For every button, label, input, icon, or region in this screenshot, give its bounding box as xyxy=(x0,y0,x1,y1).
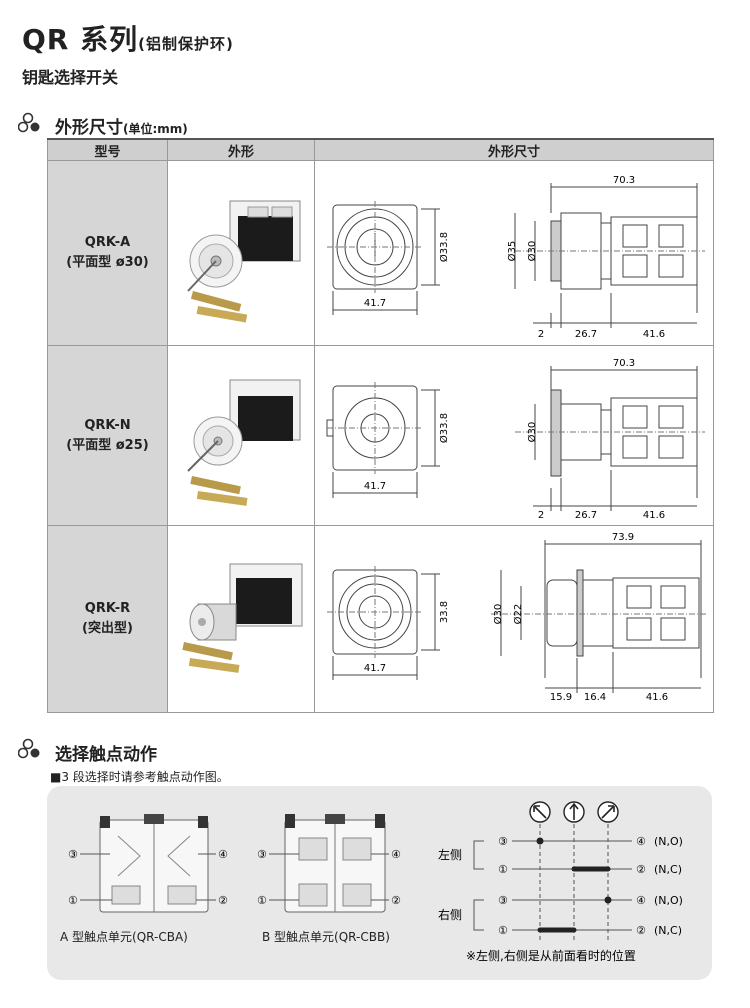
dimensions-table: 型号 外形 外形尺寸 QRK-A (平面型 ø30) xyxy=(47,138,714,713)
front-diameter-label: Ø33.8 xyxy=(438,232,450,262)
dimension-drawing-cell: Ø33.8 41.7 70.3 Ø30 2 xyxy=(314,345,714,526)
svg-text:③: ③ xyxy=(68,848,78,861)
page-subtitle: 钥匙选择开关 xyxy=(22,68,119,87)
contact-note: ■3 段选择时请参考触点动作图。 xyxy=(50,770,229,784)
page-title-main: QR 系列 xyxy=(22,23,139,56)
front-diameter-label: Ø33.8 xyxy=(438,413,450,443)
svg-text:(N,O): (N,O) xyxy=(654,894,683,907)
svg-text:①: ① xyxy=(498,863,508,876)
position-right-arrow-icon xyxy=(597,801,619,823)
side-d1-label: Ø35 xyxy=(506,241,518,262)
column-header-model: 型号 xyxy=(47,138,168,161)
switch-photo-illustration xyxy=(187,200,301,323)
dimension-drawing-cell: Ø33.8 41.7 70.3 Ø35 Ø30 xyxy=(314,160,714,346)
svg-text:①: ① xyxy=(257,894,267,907)
page-title-suffix: (铝制保护环) xyxy=(138,35,234,53)
caption-unit-b: B 型触点单元(QR-CBB) xyxy=(262,930,390,944)
section-bullet-icon xyxy=(18,112,40,133)
side-overall-label: 73.9 xyxy=(612,532,634,543)
table-row: QRK-N (平面型 ø25) xyxy=(47,345,714,526)
product-photo xyxy=(167,345,315,526)
table-row: QRK-R (突出型) xyxy=(47,525,714,713)
side-overall-label: 70.3 xyxy=(613,358,635,369)
svg-text:(N,C): (N,C) xyxy=(654,863,682,876)
side-seg1-label: 15.9 xyxy=(550,692,572,703)
svg-text:③: ③ xyxy=(257,848,267,861)
svg-text:左侧: 左侧 xyxy=(438,847,462,862)
svg-text:④: ④ xyxy=(636,894,646,907)
table-header-row: 型号 外形 外形尺寸 xyxy=(47,138,714,161)
side-seg2-label: 16.4 xyxy=(584,692,606,703)
table-row: QRK-A (平面型 ø30) xyxy=(47,160,714,346)
side-overall-label: 70.3 xyxy=(613,175,635,186)
caption-unit-a: A 型触点单元(QR-CBA) xyxy=(60,930,188,944)
dimension-drawing: Ø33.8 41.7 70.3 Ø30 2 xyxy=(326,358,705,521)
dimension-drawing-cell: 33.8 41.7 73.9 Ø30 Ø22 xyxy=(314,525,714,713)
svg-text:③: ③ xyxy=(498,894,508,907)
page-title: QR 系列(铝制保护环) xyxy=(22,18,234,58)
contact-action-diagram: 左侧 ③ ④ (N,O) ① ② (N,C) 右侧 ③ ④ (N,O) ① ② … xyxy=(438,801,683,963)
side-seg3-label: 41.6 xyxy=(646,692,668,703)
switch-photo-illustration xyxy=(187,379,301,506)
side-seg1-label: 2 xyxy=(538,510,544,521)
model-cell: QRK-N (平面型 ø25) xyxy=(47,345,168,526)
dimension-drawing: Ø33.8 41.7 70.3 Ø35 Ø30 xyxy=(327,175,705,340)
contact-unit-a-drawing: ③ ④ ① ② xyxy=(68,814,228,913)
svg-text:④: ④ xyxy=(218,848,228,861)
front-width-label: 41.7 xyxy=(364,298,386,309)
svg-text:②: ② xyxy=(391,894,401,907)
side-d2-label: Ø30 xyxy=(526,241,538,262)
position-left-arrow-icon xyxy=(529,801,551,823)
svg-text:(N,O): (N,O) xyxy=(654,835,683,848)
contact-section-title: 选择触点动作 xyxy=(55,745,157,765)
svg-text:④: ④ xyxy=(391,848,401,861)
svg-text:①: ① xyxy=(498,924,508,937)
product-photo xyxy=(167,160,315,346)
side-seg3-label: 41.6 xyxy=(643,510,665,521)
model-cell: QRK-A (平面型 ø30) xyxy=(47,160,168,346)
svg-text:③: ③ xyxy=(498,835,508,848)
diagram-footnote: ※左侧,右侧是从前面看时的位置 xyxy=(466,948,636,963)
dimension-drawing: 33.8 41.7 73.9 Ø30 Ø22 xyxy=(327,532,707,703)
side-d2-label: Ø22 xyxy=(512,604,524,625)
side-seg3-label: 41.6 xyxy=(643,329,665,340)
column-header-appearance: 外形 xyxy=(167,138,315,161)
svg-text:②: ② xyxy=(636,863,646,876)
svg-text:②: ② xyxy=(218,894,228,907)
side-seg2-label: 26.7 xyxy=(575,510,597,521)
column-header-dimensions: 外形尺寸 xyxy=(314,138,714,161)
svg-text:右侧: 右侧 xyxy=(438,907,462,922)
front-width-label: 41.7 xyxy=(364,481,386,492)
model-cell: QRK-R (突出型) xyxy=(47,525,168,713)
front-width-label: 41.7 xyxy=(364,663,386,674)
svg-text:(N,C): (N,C) xyxy=(654,924,682,937)
dimensions-section-title: 外形尺寸(单位:mm) xyxy=(55,118,188,138)
front-diameter-label: 33.8 xyxy=(439,601,450,623)
position-center-arrow-icon xyxy=(563,801,585,823)
svg-text:①: ① xyxy=(68,894,78,907)
side-d1-label: Ø30 xyxy=(492,604,504,625)
side-d1-label: Ø30 xyxy=(526,422,538,443)
svg-text:②: ② xyxy=(636,924,646,937)
contact-unit-b-drawing: ③ ④ ① ② xyxy=(257,814,401,913)
side-seg2-label: 26.7 xyxy=(575,329,597,340)
side-seg1-label: 2 xyxy=(538,329,544,340)
section-bullet-icon xyxy=(18,738,40,759)
switch-photo-illustration xyxy=(182,563,303,673)
svg-text:④: ④ xyxy=(636,835,646,848)
product-photo xyxy=(167,525,315,713)
